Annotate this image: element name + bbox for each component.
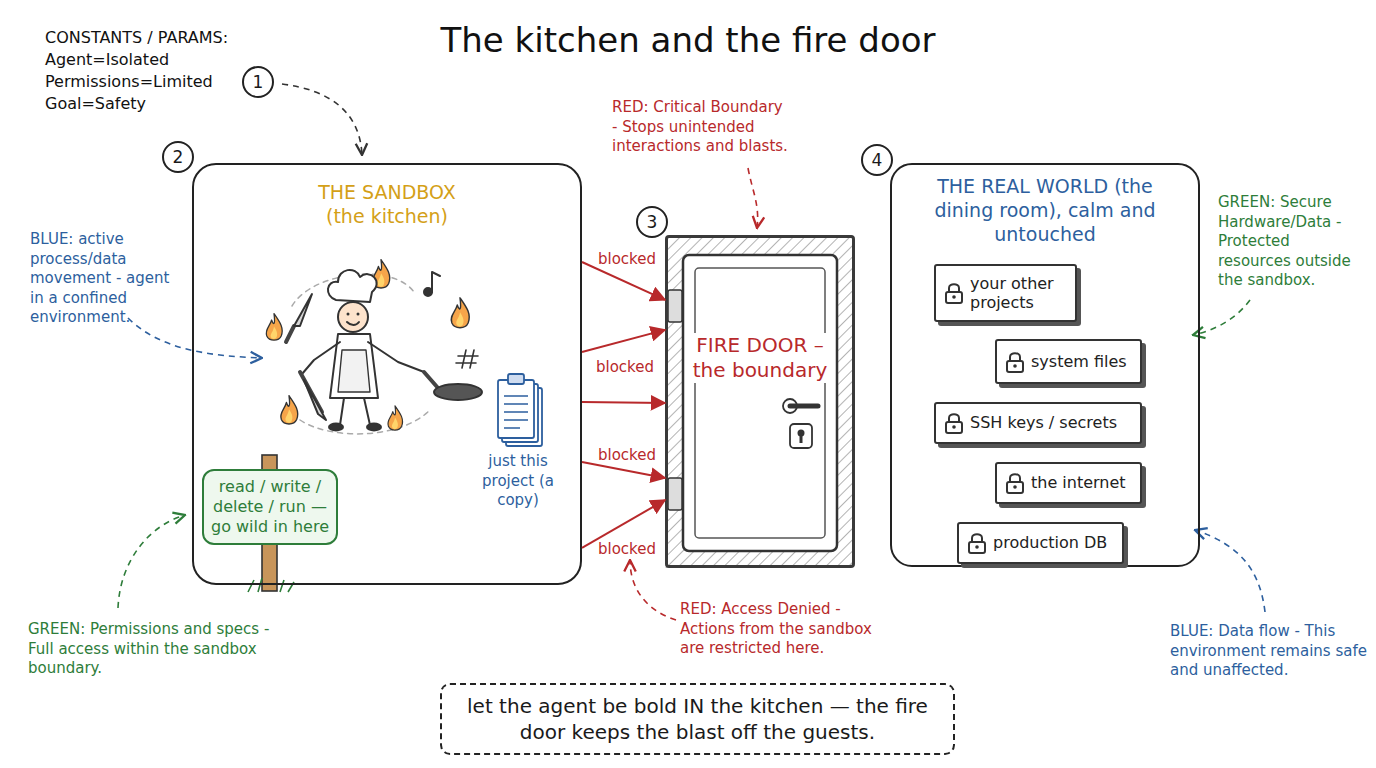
leader-line — [630, 560, 676, 620]
blocked-arrow — [582, 462, 665, 478]
edge-label: blocked — [596, 358, 654, 376]
caption-text: let the agent be bold IN the kitchen — t… — [462, 693, 933, 745]
edge-label: blocked — [598, 250, 656, 268]
lock-keyhole — [975, 545, 979, 549]
callout-number: 1 — [242, 66, 274, 98]
locked-resource: your other projects — [934, 264, 1077, 322]
lock-icon — [944, 412, 964, 434]
sandbox-box: THE SANDBOX (the kitchen) read / write / … — [192, 163, 582, 585]
lock-body — [946, 292, 962, 303]
callout-number: 3 — [636, 206, 668, 238]
lock-shackle — [1010, 474, 1020, 482]
annotation-text: CONSTANTS / PARAMS: — [45, 28, 305, 49]
edge-label: blocked — [598, 446, 656, 464]
lock-icon — [1005, 351, 1025, 373]
chef-illustration — [266, 260, 482, 434]
node-text: FIRE DOOR – the boundary — [685, 333, 835, 383]
node-text: THE REAL WORLD (the dining room), calm a… — [920, 175, 1170, 246]
lock-keyhole — [1013, 364, 1017, 368]
node-text: read / write / delete / run — go wild in… — [210, 477, 330, 537]
node-text: your other projects — [970, 274, 1069, 312]
permission-sign: read / write / delete / run — go wild in… — [202, 469, 338, 545]
lock-body — [1007, 482, 1023, 493]
annotation-text: RED: Access Denied - Actions from the sa… — [680, 600, 890, 659]
callout-number: 2 — [162, 141, 194, 173]
blocked-arrow — [582, 401, 665, 404]
node-text: the internet — [1031, 473, 1126, 492]
lock-body — [969, 542, 985, 553]
locked-resource: system files — [995, 339, 1142, 384]
callout-number: 4 — [861, 144, 893, 176]
fire-door: FIRE DOOR – the boundary — [665, 235, 855, 568]
leader-line — [118, 515, 185, 608]
leader-line — [282, 84, 362, 155]
document-icon — [498, 374, 542, 446]
annotation-text: Goal=Safety — [45, 94, 305, 115]
annotation-text: BLUE: active process/data movement - age… — [30, 230, 180, 328]
locked-resource: production DB — [957, 522, 1124, 564]
caption-box: let the agent be bold IN the kitchen — t… — [440, 683, 955, 755]
locked-resource: the internet — [995, 462, 1142, 504]
lock-icon — [1005, 472, 1025, 494]
node-text: SSH keys / secrets — [970, 413, 1117, 432]
annotation-text: GREEN: Secure Hardware/Data - Protected … — [1218, 193, 1363, 291]
lock-keyhole — [952, 295, 956, 299]
leader-line — [1195, 530, 1265, 612]
node-text: THE SANDBOX (the kitchen) — [302, 181, 472, 229]
annotation-text: RED: Critical Boundary - Stops unintende… — [612, 98, 792, 157]
annotation-text: just this project (a copy) — [476, 452, 560, 511]
lock-keyhole — [952, 425, 956, 429]
blocked-arrow — [582, 330, 665, 352]
lock-keyhole — [1013, 485, 1017, 489]
edge-label: blocked — [598, 540, 656, 558]
lock-icon — [944, 282, 964, 304]
annotation-text: BLUE: Data flow - This environment remai… — [1170, 622, 1375, 681]
node-text: system files — [1031, 352, 1127, 371]
lock-shackle — [949, 414, 959, 422]
leader-line — [1193, 300, 1250, 335]
lock-shackle — [949, 284, 959, 292]
lock-icon — [967, 532, 987, 554]
lock-shackle — [1010, 353, 1020, 361]
lock-shackle — [972, 534, 982, 542]
node-text: production DB — [993, 533, 1107, 552]
lock-body — [946, 422, 962, 433]
leader-line — [128, 318, 262, 358]
fire-door-drawing — [665, 235, 855, 568]
lock-body — [1007, 361, 1023, 372]
leader-line — [748, 168, 758, 228]
locked-resource: SSH keys / secrets — [934, 402, 1142, 444]
annotation-text: GREEN: Permissions and specs - Full acce… — [28, 620, 278, 679]
real-world-box: THE REAL WORLD (the dining room), calm a… — [890, 163, 1200, 567]
